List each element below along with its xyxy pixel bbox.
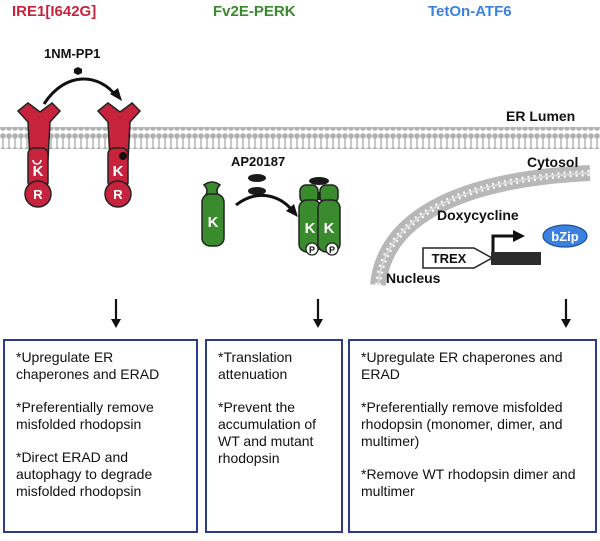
header-atf6: TetOn-ATF6 <box>428 3 512 20</box>
ire1-monomer: K R <box>16 102 62 208</box>
outcome-box-atf6: *Upregulate ER chaperones and ERAD *Pref… <box>348 339 597 533</box>
perk-monomer: K <box>201 181 225 247</box>
ire1-bound-kinase-domain-label: K <box>113 163 124 180</box>
outcome-ire1-2: *Preferentially remove misfolded rhodops… <box>16 399 154 432</box>
outcome-perk-1: *Translation attenuation <box>218 349 293 382</box>
er-membrane <box>0 127 600 149</box>
down-arrow-ire1 <box>111 299 121 328</box>
ligand-ap20187-label: AP20187 <box>231 154 286 169</box>
outcome-ire1-3: *Direct ERAD and autophagy to degrade mi… <box>16 449 153 499</box>
bzip-protein <box>542 224 588 248</box>
trex-label: TREX <box>432 251 467 266</box>
outcome-box-ire1: *Upregulate ER chaperones and ERAD *Pref… <box>3 339 198 533</box>
er-lumen-label: ER Lumen <box>506 108 576 124</box>
ligand-ap20187-a <box>248 174 266 182</box>
ligand-ap20187-b <box>248 187 266 195</box>
header-ire1: IRE1[I642G] <box>12 3 97 20</box>
perk-dimer-kinase-label-right: K <box>324 220 335 237</box>
perk-dimer: K K P P <box>298 177 341 256</box>
transcription-start-arrow <box>491 234 515 252</box>
doxycycline-label: Doxycycline <box>437 207 519 223</box>
ire1-activation-arrow <box>42 77 118 105</box>
gene-body <box>491 252 541 265</box>
header-perk: Fv2E-PERK <box>213 3 296 20</box>
perk-monomer-kinase-label: K <box>208 214 219 231</box>
trex-arrow-shape <box>422 247 494 269</box>
perk-dimerization-arrow <box>235 193 294 212</box>
perk-phospho-label-left: P <box>309 245 315 255</box>
outcome-perk-2: *Prevent the accumulation of WT and muta… <box>218 399 317 466</box>
ire1-kinase-domain-label: K <box>33 163 44 180</box>
outcome-atf6-1: *Upregulate ER chaperones and ERAD <box>361 349 563 382</box>
bzip-label: bZip <box>551 229 578 244</box>
nucleus-label: Nucleus <box>386 270 441 286</box>
ire1-bound-rnase-domain-label: R <box>113 187 123 202</box>
outcome-box-perk: *Translation attenuation *Prevent the ac… <box>205 339 343 533</box>
cytosol-label: Cytosol <box>527 154 579 170</box>
down-arrow-atf6 <box>561 299 571 328</box>
ire1-rnase-domain-label: R <box>33 187 43 202</box>
outcome-ire1-1: *Upregulate ER chaperones and ERAD <box>16 349 160 382</box>
outcome-atf6-2: *Preferentially remove misfolded rhodops… <box>361 399 563 449</box>
outcome-atf6-3: *Remove WT rhodopsin dimer and multimer <box>361 466 576 499</box>
perk-phospho-label-right: P <box>329 245 335 255</box>
ligand-1nm-pp1 <box>74 67 82 75</box>
ire1-bound: K R <box>96 102 142 208</box>
perk-dimer-kinase-label-left: K <box>305 220 316 237</box>
ligand-1nm-pp1-label: 1NM-PP1 <box>44 46 101 61</box>
down-arrow-perk <box>313 299 323 328</box>
